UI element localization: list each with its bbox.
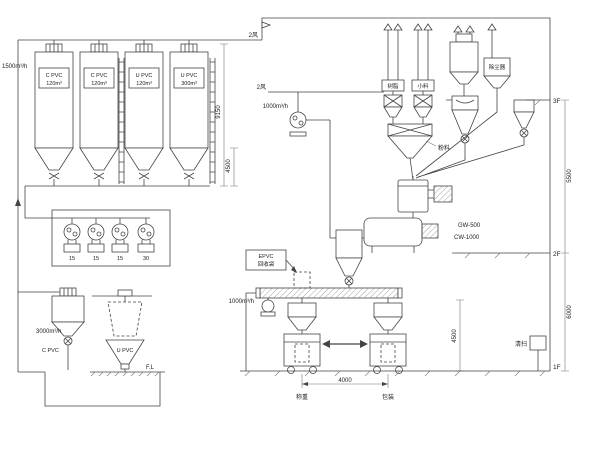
recycle-label-line1: EPVC: [259, 254, 274, 260]
bagging-station-right: 包装: [369, 302, 407, 401]
fibc-bag-icon: [107, 301, 143, 337]
silo-feed-flow-label: 1500m³/h: [2, 64, 27, 70]
storage-silo-3: U PVC 120m³: [124, 40, 164, 186]
station-travel-arrow: [322, 340, 368, 348]
dust-filter-label: 除尘器: [489, 63, 506, 71]
ladder-2: [209, 58, 216, 184]
floor-2-3-dim: 5500: [567, 169, 573, 183]
blower-station: 15 15 15 30: [51, 209, 171, 267]
floor-1-2-dim: 6000: [567, 305, 573, 319]
resin-scale-label: 树脂: [387, 82, 399, 90]
daybin-flow-label: 3000m³/h: [36, 329, 61, 335]
hot-mixer-label: GW-500: [458, 223, 481, 229]
additive-scale-label: 小料: [417, 82, 429, 90]
wind-flag-icon: [261, 21, 272, 29]
vent-filter-icon: [487, 23, 497, 31]
blower-rating: 15: [93, 256, 99, 262]
bagging-height-dim: 4500: [452, 329, 458, 343]
vent-filter-icon: [453, 25, 463, 33]
silo-cone-dim: 4500: [226, 159, 232, 173]
roots-blower-icon: [289, 111, 307, 129]
vent-filter-icon: [423, 23, 433, 31]
silo-dimension-lines: 9150 4500: [216, 43, 238, 187]
floor-level-label: F.L: [146, 365, 155, 371]
screw-conveyor: 1000m³/h: [229, 287, 403, 317]
storage-silo-1: C PVC 120m³: [34, 40, 74, 186]
flow-arrow-up: [15, 198, 21, 206]
station-right-label: 包装: [382, 393, 394, 401]
wind-label-a: 2风: [249, 32, 258, 39]
cool-mixer-label: CW-1000: [454, 235, 480, 241]
elevation-dimensions: 5500 6000: [561, 99, 573, 372]
bagging-span-dim: 4000: [338, 378, 352, 384]
floor-2-label: 2F: [553, 251, 561, 258]
powder-label: 粉料: [438, 144, 450, 152]
silo-material-label: C PVC: [91, 73, 108, 79]
floor-3-label: 3F: [553, 98, 561, 105]
cleaning-label: 清扫: [515, 340, 527, 348]
cpvc-bin-label: C PVC: [42, 348, 59, 354]
silo-material-label: U PVC: [181, 73, 198, 79]
hot-mixer-motor: [433, 185, 453, 203]
piping-left: [15, 39, 262, 407]
receiving-cluster: 树脂 小料 粉料 除尘器: [381, 23, 535, 181]
recycle-bag-icon: [293, 271, 311, 289]
vent-filter-icon: [383, 23, 393, 31]
bag-icon: [380, 343, 396, 363]
piping-top-right-wall: [261, 17, 551, 371]
silo-material-label: C PVC: [46, 73, 63, 79]
silo-capacity-label: 300m³: [181, 81, 197, 87]
silo-capacity-label: 120m³: [46, 81, 62, 87]
station-left-label: 称重: [296, 393, 308, 401]
storage-silo-2: C PVC 120m³: [79, 40, 119, 186]
recycle-bag-station: EPVC 回收袋: [245, 249, 311, 289]
upvc-bag-label: U PVC: [117, 348, 134, 354]
floor-1-label: 1F: [553, 364, 561, 371]
silo-capacity-label: 120m³: [91, 81, 107, 87]
wind-label-b: 2风: [257, 84, 266, 91]
mid-pump-flow-label: 1000m³/h: [263, 104, 288, 110]
vent-filter-icon: [465, 25, 475, 33]
daybin-bag-area: 3000m³/h C PVC U PVC F.L: [36, 287, 165, 377]
silo-total-dim: 9150: [216, 105, 222, 119]
cleaning-unit: 清扫: [515, 335, 547, 371]
bagging-station-left: 称重: [283, 302, 321, 401]
vent-filter-icon: [393, 23, 403, 31]
silo-material-label: U PVC: [136, 73, 153, 79]
conveyor-flow-label: 1000m³/h: [229, 299, 254, 305]
hoist-trolley: [117, 289, 133, 297]
recycle-label-line2: 回收袋: [258, 260, 275, 268]
bag-icon: [294, 343, 310, 363]
conveyor-blower-icon: [261, 299, 275, 313]
blower-rating: 15: [117, 256, 123, 262]
bagging-dimensions: 4000 4500: [301, 299, 464, 388]
transfer-piping-middle: 2风 1000m³/h: [245, 84, 384, 371]
storage-silo-4: U PVC 300m³: [169, 40, 209, 186]
blower-rating: 15: [69, 256, 75, 262]
blower-rating: 30: [143, 256, 149, 262]
mixer-unit: GW-500 CW-1000: [335, 176, 481, 288]
floors: 3F 2F 1F: [240, 98, 561, 377]
cool-mixer-motor: [421, 223, 439, 239]
silo-capacity-label: 120m³: [136, 81, 152, 87]
vent-filter-icon: [413, 23, 423, 31]
ladder-1: [118, 58, 125, 184]
